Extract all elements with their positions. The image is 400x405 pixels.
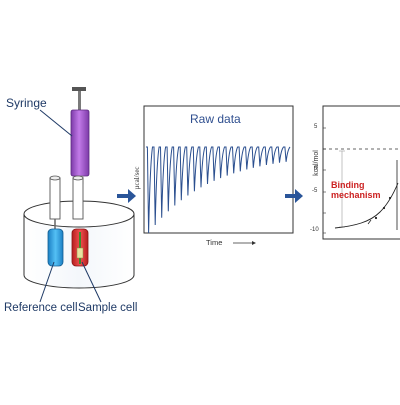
fit-curve [334, 182, 399, 229]
fit-tick-minus10: -10 [310, 227, 319, 233]
fit-tick-0: 0 [314, 166, 318, 172]
time-axis-label: Time [206, 238, 223, 247]
raw-trace-path [146, 146, 291, 234]
arrow-right-icon [117, 189, 136, 203]
fit-tick-5: 5 [314, 124, 318, 130]
mechanism-label: mechanism [331, 190, 381, 200]
fit-ylabel: kcal/mol [313, 150, 320, 176]
reference-cell-label: Reference cell [4, 302, 78, 314]
raw-data-panel: µcal/sec [133, 105, 294, 245]
sample-cell-label: Sample cell [78, 302, 138, 314]
raw-data-trace [146, 146, 291, 234]
binding-label: Binding [331, 180, 365, 190]
reference-cell [47, 228, 64, 267]
sample-access-tube [72, 177, 84, 220]
binding-fit-panel: kcal/mol [313, 105, 400, 240]
syringe-plunger-cap [72, 87, 86, 91]
reference-access-tube [49, 177, 61, 220]
calorimeter-vessel [23, 175, 135, 289]
fit-tick-minus5: -5 [312, 188, 318, 194]
sample-pointer-line [81, 261, 102, 303]
time-arrow-head [252, 241, 256, 245]
raw-data-title: Raw data [190, 112, 241, 126]
syringe-barrel [70, 109, 90, 177]
syringe-pointer-line [39, 109, 73, 137]
raw-ylabel: µcal/sec [133, 166, 141, 189]
syringe-label: Syringe [6, 96, 47, 110]
reference-pointer-line [39, 261, 55, 303]
syringe-plunger-rod [78, 91, 81, 111]
arrow-right-icon [285, 189, 303, 203]
